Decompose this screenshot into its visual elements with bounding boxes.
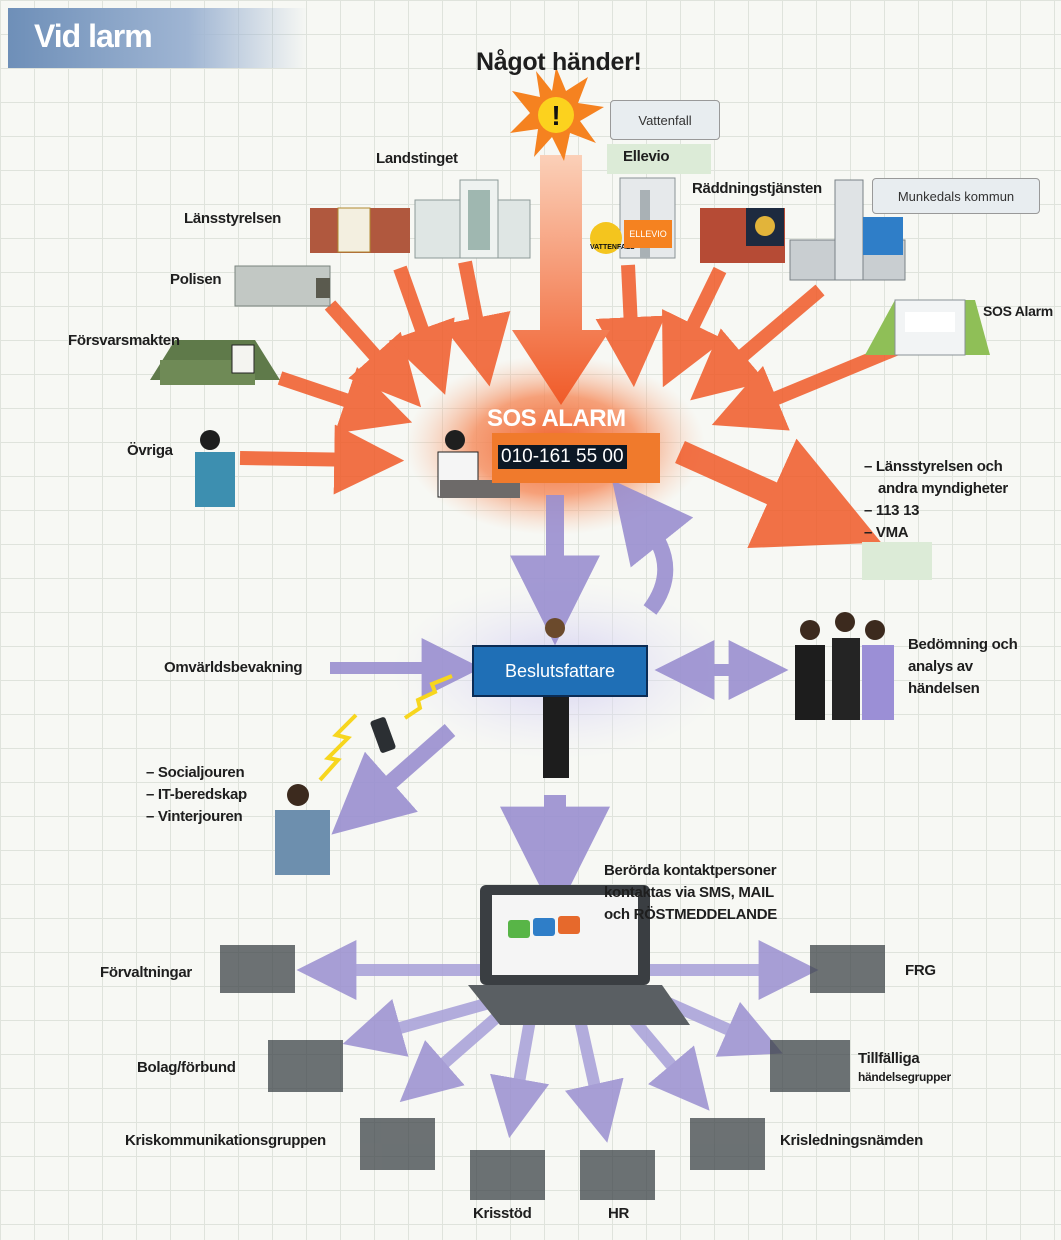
- outbound-item: andra myndigheter: [878, 480, 1008, 497]
- label-raddningstjansten: Räddningstjänsten: [692, 180, 822, 197]
- label-tillfalliga-sub: händelsegrupper: [858, 1070, 951, 1084]
- arrow-sos-building: [711, 338, 908, 431]
- arrow-forsvarsmakten: [277, 366, 413, 434]
- raddningstjansten-building-icon: [700, 208, 785, 263]
- crowd-kriskom-icon: [360, 1118, 435, 1170]
- label-ovriga: Övriga: [127, 442, 173, 459]
- outbound-item: – VMA: [864, 524, 909, 541]
- label-lansstyrelsen: Länsstyrelsen: [184, 210, 281, 227]
- arrow-hr: [564, 1018, 624, 1143]
- beslutsfattare-box: Beslutsfattare: [472, 645, 648, 697]
- outbound-highlight: [862, 542, 932, 580]
- munkedal-building-icon: [789, 179, 906, 281]
- analys-line: analys av: [908, 658, 973, 675]
- label-bolag: Bolag/förbund: [137, 1059, 236, 1076]
- label-forvaltningar: Förvaltningar: [100, 964, 192, 981]
- label-omvarldsbevakning: Omvärldsbevakning: [164, 659, 303, 676]
- label-hr: HR: [608, 1205, 630, 1222]
- label-sos-alarm-building: SOS Alarm: [983, 303, 1053, 319]
- explosion-icon: !: [510, 67, 604, 161]
- page-title: Vid larm: [34, 18, 153, 54]
- crowd-tillfalliga-icon: [770, 1040, 850, 1092]
- label-kriskom: Kriskommunikationsgruppen: [125, 1132, 326, 1149]
- label-forsvarsmakten: Försvarsmakten: [68, 332, 180, 349]
- forsvarsmakten-building-icon: [150, 340, 280, 385]
- signal-zigzag: [318, 713, 358, 782]
- analys-text: Bedömning och analys av händelsen: [908, 634, 1018, 700]
- arrow-munkedal: [690, 284, 825, 401]
- arrow-decision-to-sos: [612, 480, 694, 615]
- vattenfall-box: Vattenfall: [610, 100, 720, 140]
- decision-maker-icon: [543, 618, 569, 778]
- svg-text:!: !: [551, 100, 560, 131]
- lansstyrelsen-building-icon: [310, 207, 410, 253]
- contact-text: Berörda kontaktpersoner kontaktas via SM…: [604, 860, 777, 926]
- ellevio-label: Ellevio: [623, 148, 670, 165]
- arrow-kriskom: [399, 1005, 509, 1103]
- laptop-icon: [468, 885, 690, 1025]
- crowd-bolag-icon: [268, 1040, 343, 1092]
- vattenfall-logo-icon: [590, 222, 622, 254]
- vattenfall-logo-text: VATTENFALL: [590, 244, 635, 251]
- outbound-list: – Länsstyrelsen och andra myndigheter – …: [864, 456, 1008, 544]
- contact-line: och RÖSTMEDDELANDE: [604, 906, 777, 923]
- jour-person-icon: [275, 784, 330, 875]
- crowd-forvaltningar-icon: [220, 945, 295, 993]
- crowd-krisstod-icon: [470, 1150, 545, 1200]
- arrow-krisstod: [490, 1018, 550, 1139]
- crowd-krisled-icon: [690, 1118, 765, 1170]
- crowd-hr-icon: [580, 1150, 655, 1200]
- arrow-landstinget: [441, 260, 511, 387]
- ovriga-person-icon: [195, 430, 235, 507]
- analys-line: händelsen: [908, 680, 980, 697]
- sos-phone-box: 010-161 55 00: [492, 433, 660, 483]
- arrow-vattenfall: [595, 264, 666, 388]
- analysis-group-icon: [795, 612, 894, 720]
- jour-item: – IT-beredskap: [146, 786, 247, 803]
- arrow-lansstyrelsen: [388, 265, 455, 395]
- arrow-polisen: [324, 300, 422, 408]
- incoming-arrows: [239, 260, 908, 549]
- polisen-building-icon: [234, 265, 331, 307]
- central-event-arrow: [512, 155, 610, 405]
- arrow-jour: [331, 724, 456, 835]
- ellevio-label-bg: [607, 144, 711, 174]
- landstinget-building-icon: [414, 179, 531, 259]
- jour-item: – Vinterjouren: [146, 808, 243, 825]
- analys-line: Bedömning och: [908, 636, 1018, 653]
- outbound-item: – Länsstyrelsen och: [864, 458, 1003, 475]
- arrow-bolag: [342, 994, 502, 1057]
- header-banner: Vid larm: [8, 8, 308, 68]
- contact-line: Berörda kontaktpersoner: [604, 862, 777, 879]
- munkedal-box: Munkedals kommun: [872, 178, 1040, 214]
- sos-alarm-building-icon: [865, 299, 990, 356]
- label-krisstod: Krisstöd: [473, 1205, 532, 1222]
- label-landstinget: Landstinget: [376, 150, 458, 167]
- jour-list: – Socialjouren – IT-beredskap – Vinterjo…: [146, 762, 247, 828]
- event-title: Något händer!: [476, 48, 642, 76]
- arrow-outbound: [675, 438, 882, 549]
- contact-line: kontaktas via SMS, MAIL: [604, 884, 774, 901]
- label-polisen: Polisen: [170, 271, 222, 288]
- outbound-item: – 113 13: [864, 502, 920, 519]
- label-frg: FRG: [905, 962, 936, 979]
- mobile-phone-icon: [370, 717, 396, 753]
- sos-phone-number: 010-161 55 00: [498, 445, 627, 469]
- ellevio-logo: ELLEVIO: [624, 220, 672, 248]
- crowd-frg-icon: [810, 945, 885, 993]
- label-krisled: Krisledningsnämden: [780, 1132, 923, 1149]
- signal-zigzag-2: [403, 674, 453, 720]
- arrow-ovriga: [239, 424, 405, 495]
- sos-operator-icon: [437, 430, 520, 498]
- sos-alarm-title: SOS ALARM: [487, 405, 626, 432]
- label-tillfalliga: Tillfälliga: [858, 1050, 920, 1067]
- jour-item: – Socialjouren: [146, 764, 245, 781]
- arrow-raddning: [662, 266, 727, 388]
